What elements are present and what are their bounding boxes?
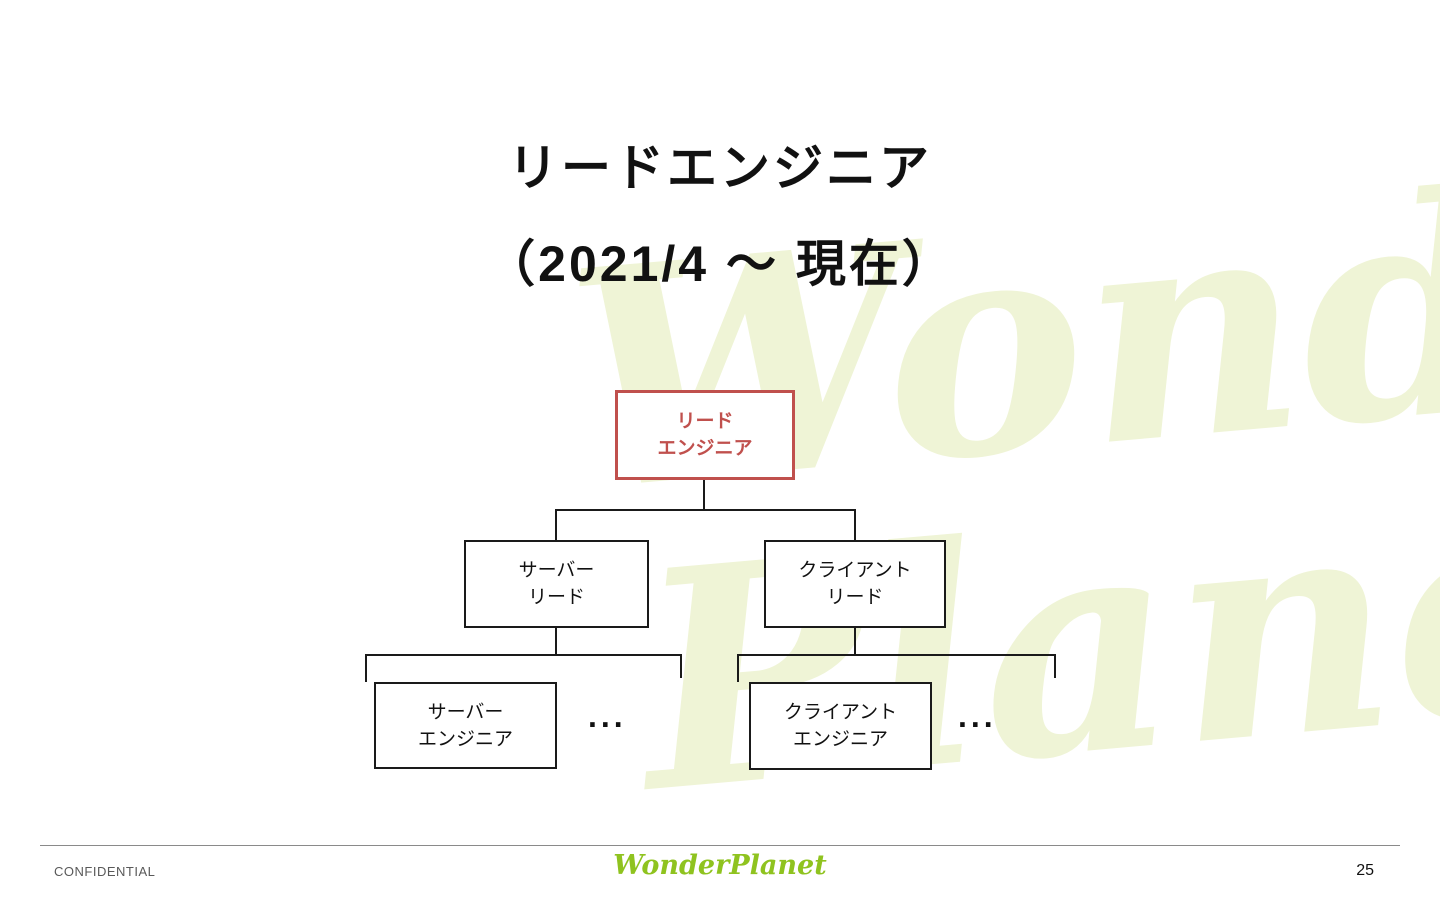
org-node-client-lead-line2: リード [826, 587, 884, 608]
slide-title: リードエンジニア （2021/4 〜 現在） [0, 128, 1440, 296]
wonderplanet-logo: WonderPlanet [613, 850, 827, 881]
org-node-server-engineer-line2: エンジニア [417, 728, 513, 750]
org-node-server-lead-line1: サーバー [518, 560, 595, 581]
connector-server-more-drop [680, 654, 682, 678]
org-node-server-lead-line2: リード [527, 587, 585, 608]
connector-server-lead-stem [555, 628, 557, 655]
org-node-client-engineer: クライアント エンジニア [749, 682, 932, 770]
connector-client-more-drop [1054, 654, 1056, 678]
connector-client-children-horizontal [737, 654, 1056, 656]
org-node-client-engineer-line2: エンジニア [792, 729, 888, 750]
org-node-client-engineer-line1: クライアント [783, 702, 898, 723]
client-more-ellipsis: ... [958, 698, 997, 734]
confidential-label: CONFIDENTIAL [54, 864, 156, 879]
connector-server-lead-down [555, 509, 557, 540]
connector-client-lead-stem [854, 628, 856, 655]
org-node-client-lead: クライアント リード [764, 540, 946, 628]
org-node-server-lead: サーバー リード [464, 540, 649, 628]
connector-root-down [703, 480, 705, 510]
footer-divider [40, 845, 1400, 846]
org-node-lead-engineer: リード エンジニア [615, 390, 795, 480]
connector-server-children-horizontal [365, 654, 682, 656]
org-node-client-lead-line1: クライアント [798, 560, 912, 581]
connector-client-engineer-drop [737, 654, 739, 682]
org-node-lead-engineer-line1: リード [676, 411, 734, 432]
org-node-server-engineer-line1: サーバー [427, 701, 504, 723]
connector-client-lead-down [854, 509, 856, 540]
org-node-lead-engineer-line2: エンジニア [657, 438, 753, 459]
slide-title-line2: （2021/4 〜 現在） [485, 236, 955, 292]
org-node-server-engineer: サーバー エンジニア [374, 682, 557, 769]
server-more-ellipsis: ... [588, 698, 627, 734]
slide-title-line1: リードエンジニア [508, 140, 932, 196]
connector-server-engineer-drop [365, 654, 367, 682]
page-number: 25 [1356, 862, 1374, 879]
connector-level2-horizontal [555, 509, 856, 511]
